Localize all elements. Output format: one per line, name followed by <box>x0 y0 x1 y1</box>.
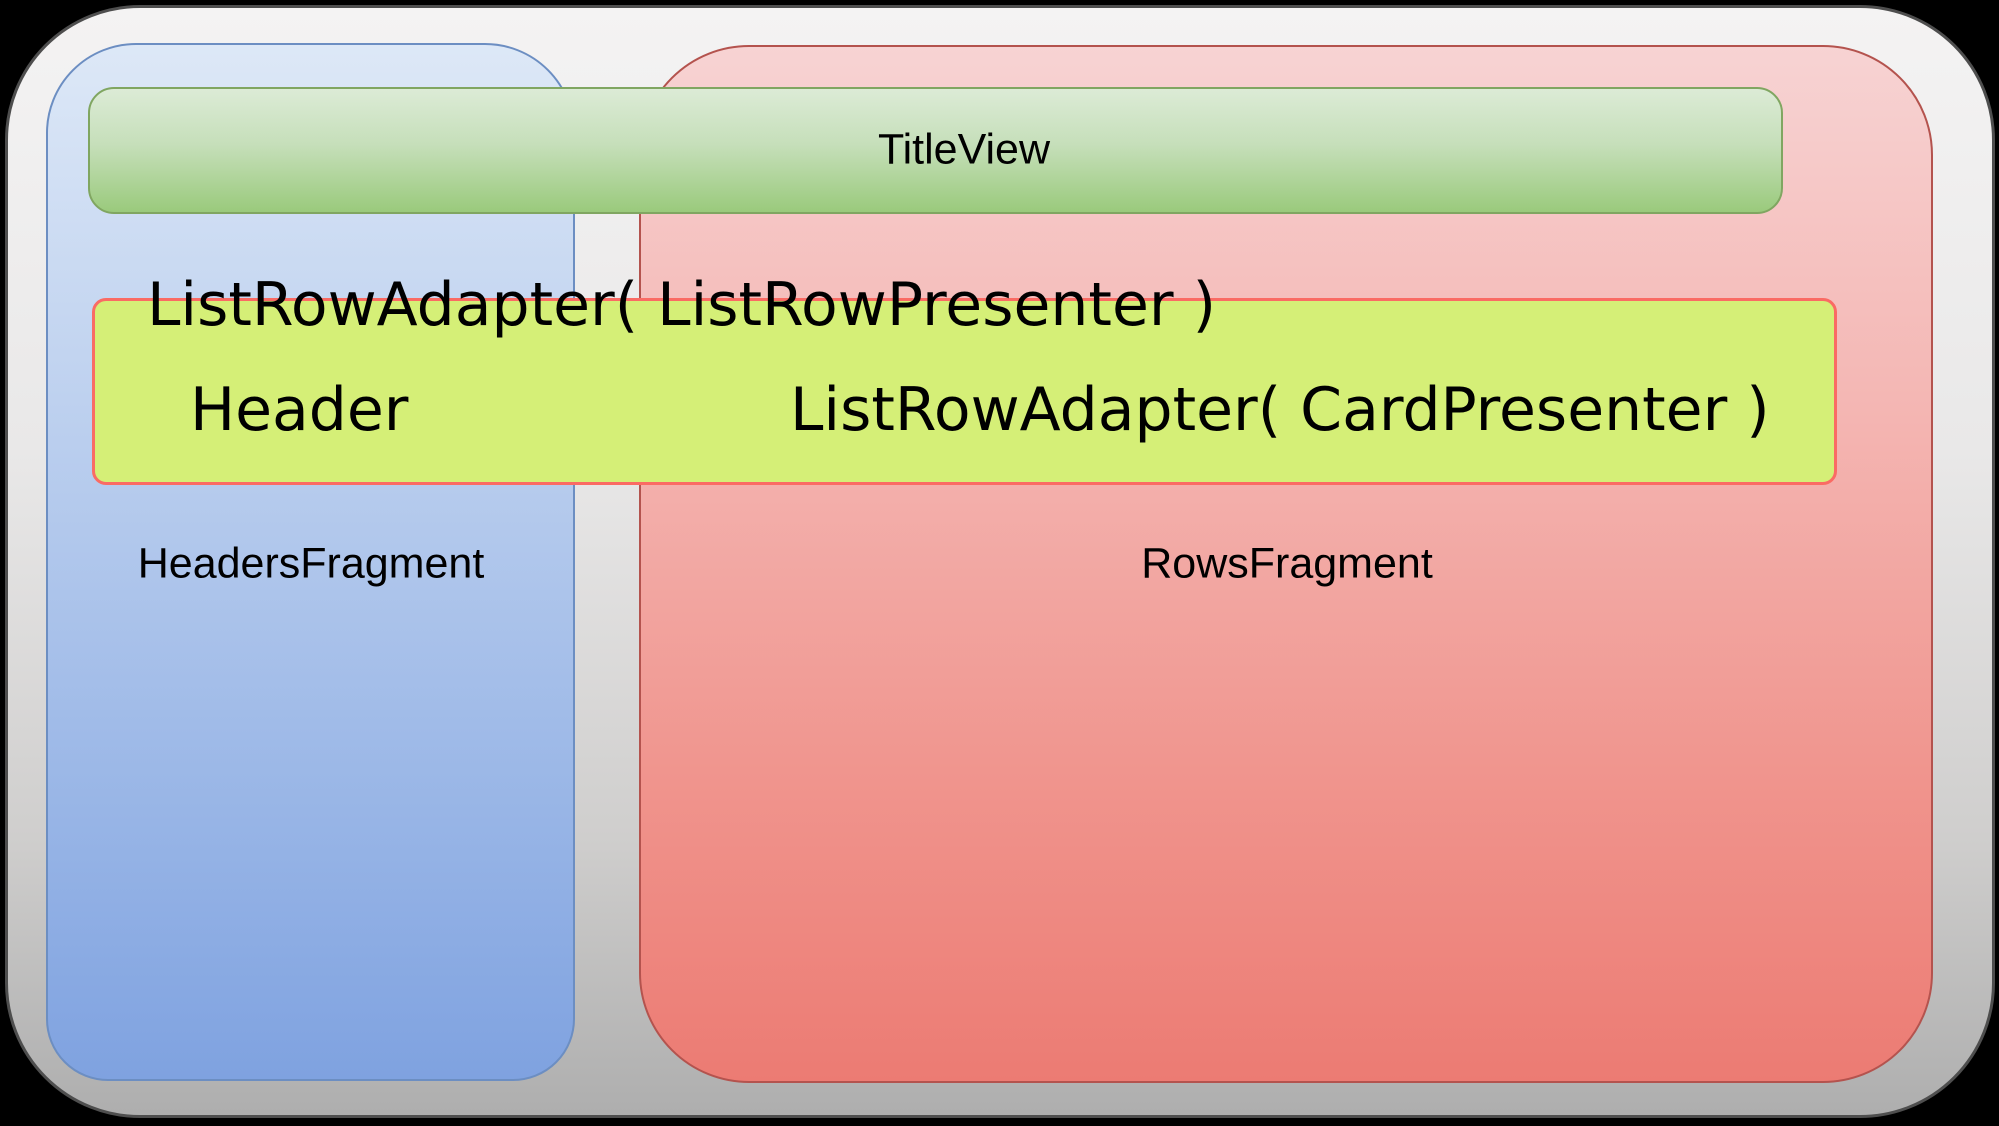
list-row-adapter-presenter-label: ListRowAdapter( ListRowPresenter ) <box>147 270 1217 340</box>
headers-fragment-label: HeadersFragment <box>137 539 485 588</box>
headers-fragment-box <box>46 43 575 1081</box>
list-row-box <box>92 298 1837 485</box>
title-view-label: TitleView <box>877 125 1051 174</box>
header-label: Header <box>190 375 409 445</box>
rows-fragment-label: RowsFragment <box>1141 539 1433 588</box>
list-row-adapter-card-label: ListRowAdapter( CardPresenter ) <box>790 375 1770 445</box>
title-view-bar <box>88 87 1783 214</box>
rows-fragment-box <box>639 45 1933 1083</box>
